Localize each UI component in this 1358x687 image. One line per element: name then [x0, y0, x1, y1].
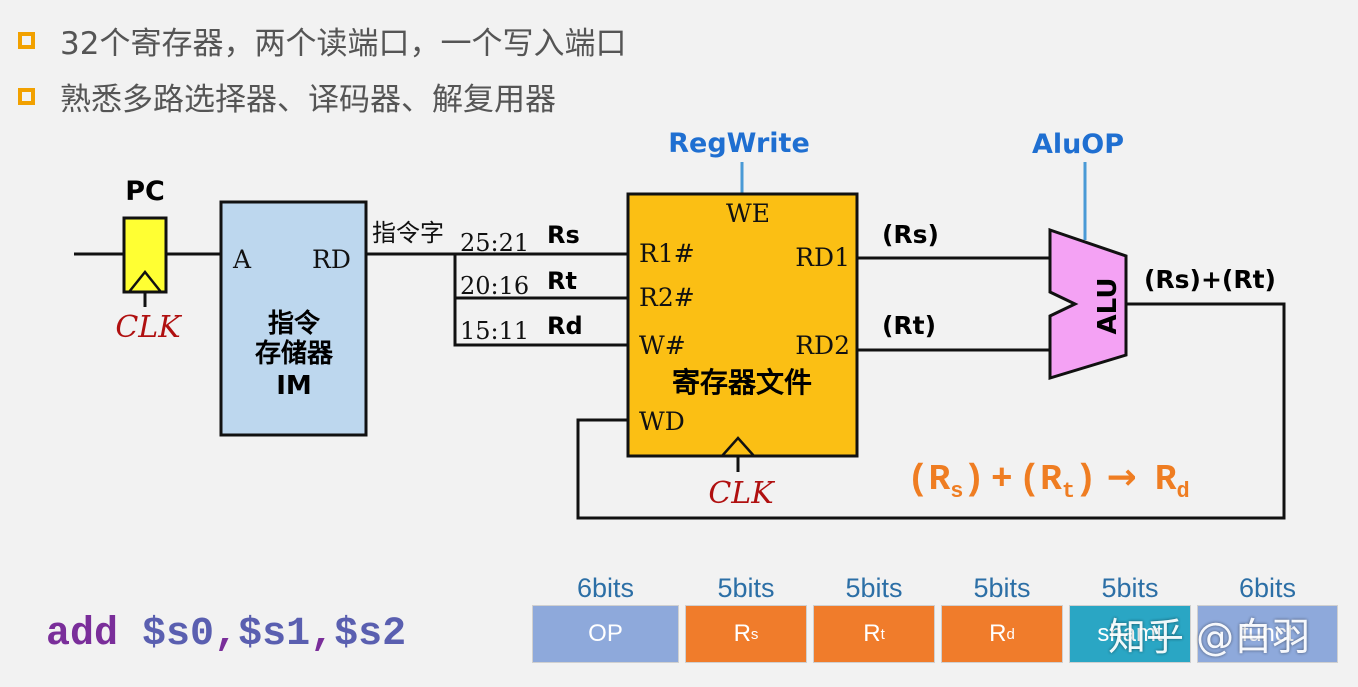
clock-triangle-icon	[721, 436, 755, 457]
format-field-shamt: 5bits shamt	[1069, 572, 1191, 663]
asm-reg-src1: $s1	[238, 612, 311, 657]
format-bits-label: 5bits	[717, 573, 775, 603]
rf-rd1-port: RD1	[795, 243, 850, 272]
im-label-line1: 指令	[268, 308, 321, 339]
bullet-square-icon	[18, 32, 35, 49]
watermark: 知乎 @白羽	[1108, 615, 1311, 659]
format-cell-funct: funct	[1197, 605, 1338, 663]
asm-reg-src2: $s2	[334, 612, 407, 657]
field-name-rt: Rt	[547, 267, 577, 295]
field-name-rd: Rd	[547, 312, 583, 340]
rf-wd-port: WD	[639, 407, 685, 436]
bullet-text: 32个寄存器，两个读端口，一个写入端口	[60, 26, 627, 62]
rf-we-port: WE	[726, 199, 770, 228]
format-bits-label: 6bits	[1238, 573, 1297, 603]
field-name-rs: Rs	[547, 221, 580, 249]
rf-w-port: W#	[639, 331, 686, 360]
alu-input-1-label: (Rs)	[882, 220, 939, 249]
rf-clk-label: CLK	[708, 476, 775, 511]
alu-label: ALU	[1093, 278, 1123, 335]
bullet-2: 熟悉多路选择器、译码器、解复用器	[18, 74, 556, 119]
asm-reg-dest: $s0	[142, 612, 215, 657]
field-bits-rt: 20:16	[460, 272, 529, 300]
format-field-op: 6bits OP	[532, 572, 679, 663]
field-bits-rd: 15:11	[460, 317, 529, 345]
control-wires	[740, 162, 1087, 240]
alu	[1048, 227, 1128, 381]
asm-opcode: add	[46, 612, 119, 657]
im-label-line2: 存储器	[255, 338, 334, 369]
wires	[74, 252, 1286, 520]
format-bits-label: 5bits	[1101, 573, 1159, 603]
rf-title: 寄存器文件	[672, 366, 812, 399]
bullet-text: 熟悉多路选择器、译码器、解复用器	[60, 82, 556, 118]
asm-comma: ,	[214, 612, 239, 657]
svg-text:(Rs)+(Rt)→Rd: (Rs)+(Rt)→Rd	[907, 457, 1190, 504]
im-label-line3: IM	[276, 371, 312, 401]
rf-r2-port: R2#	[639, 283, 695, 312]
format-cell-op: OP	[532, 605, 679, 663]
result-equation: (Rs)+(Rt)→Rd	[907, 457, 1190, 504]
format-bits-label: 6bits	[576, 573, 635, 603]
regwrite-signal: RegWrite	[668, 128, 810, 159]
instruction-memory	[219, 200, 368, 437]
alu-output-label: (Rs)+(Rt)	[1144, 265, 1276, 294]
rf-rd2-port: RD2	[795, 331, 850, 360]
field-bits-rs: 25:21	[460, 229, 529, 257]
pc-label: PC	[125, 176, 165, 207]
asm-comma: ,	[310, 612, 335, 657]
pc-clk-label: CLK	[115, 310, 182, 345]
alu-input-2-label: (Rt)	[882, 311, 936, 340]
assembly-instruction: add $s0,$s1,$s2	[46, 612, 406, 657]
bullet-1: 32个寄存器，两个读端口，一个写入端口	[18, 18, 626, 63]
clock-triangle-icon	[128, 269, 162, 293]
pc-register	[122, 216, 168, 294]
format-bits-label: 5bits	[973, 573, 1031, 603]
aluop-signal: AluOP	[1032, 129, 1124, 160]
rf-r1-port: R1#	[639, 239, 695, 268]
bullet-square-icon	[18, 88, 35, 105]
im-port-a: A	[232, 245, 252, 274]
instruction-word-label: 指令字	[372, 219, 444, 247]
format-bits-label: 5bits	[845, 573, 903, 603]
im-port-rd: RD	[312, 245, 351, 274]
format-field-funct: 6bits funct	[1197, 572, 1338, 663]
format-cell-shamt: shamt	[1069, 605, 1191, 663]
register-file	[626, 192, 859, 458]
